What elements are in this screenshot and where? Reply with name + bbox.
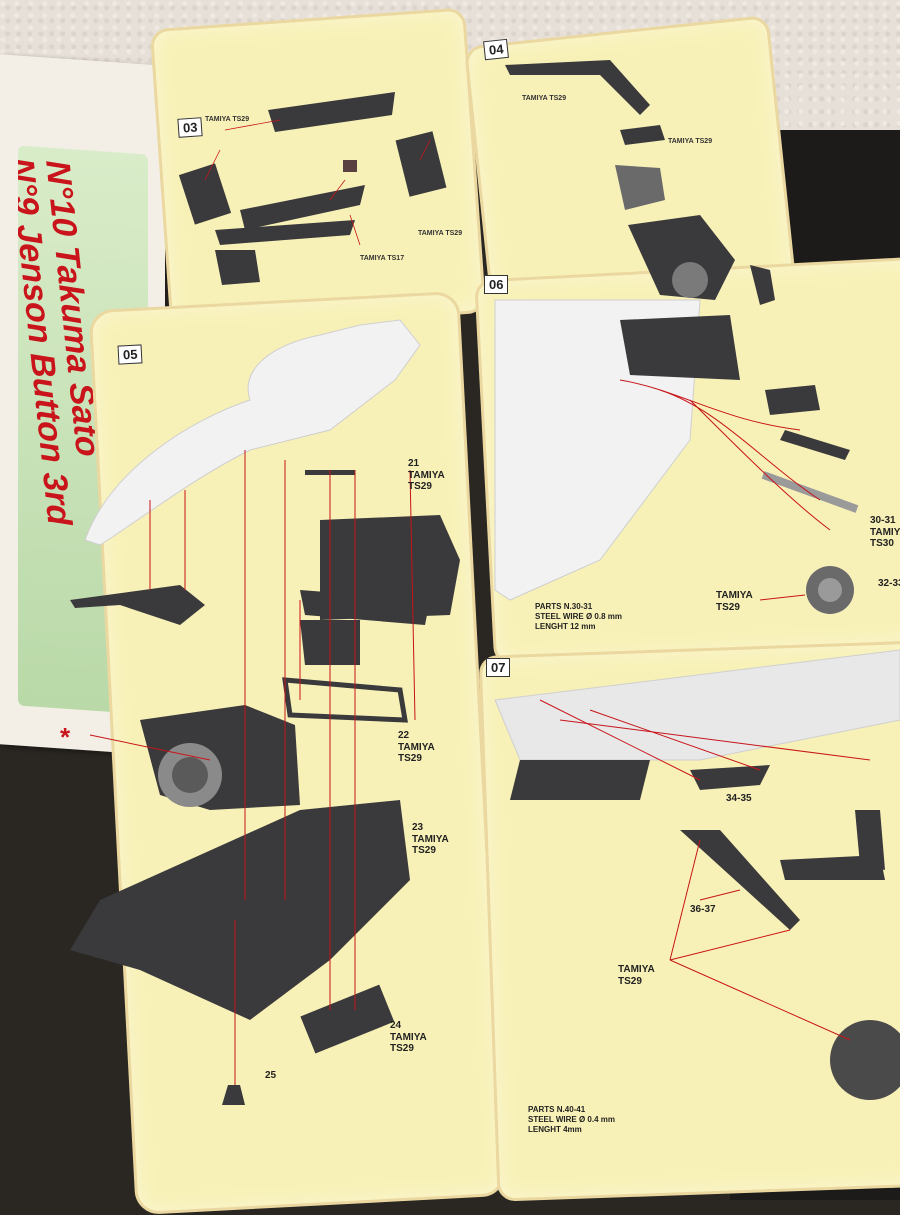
step05-label-24: 24 TAMIYA TS29 [390,1020,427,1054]
step05-nose-cone [84,319,421,546]
step05-label-23: 23 TAMIYA TS29 [412,822,449,856]
step07-body [494,649,900,761]
step-06-tag: 06 [484,275,509,294]
step06-label-paint: TAMIYA TS29 [716,590,753,613]
step07-label-36-37: 36-37 [690,904,716,915]
step04-parts [505,60,775,305]
step05-label-21: 21 TAMIYA TS29 [408,458,445,492]
step06-label-30-31: 30-31 TAMIYA TS30 [870,515,900,549]
step06-parts [620,315,859,614]
step07-label-paint: TAMIYA TS29 [618,964,655,987]
step07-wire-note: PARTS N.40-41 STEEL WIRE Ø 0.4 mm LENGHT… [528,1105,615,1134]
step-03-tag: 03 [177,117,204,138]
step07-parts [510,760,900,1100]
step06-label-32-33: 32-33 [878,578,900,589]
step05-parts [70,470,460,1105]
step05-label-25: 25 [265,1070,277,1081]
step03-label-3: TAMIYA TS17 [360,255,405,262]
step06-wire-note: PARTS N.30-31 STEEL WIRE Ø 0.8 mm LENGHT… [535,602,622,631]
step-07-tag: 07 [486,658,511,677]
step05-label-22: 22 TAMIYA TS29 [398,730,435,764]
step04-label-2: TAMIYA TS29 [668,138,713,145]
step04-label-1: TAMIYA TS29 [522,95,567,102]
step03-label-1: TAMIYA TS29 [205,116,250,123]
step03-parts [178,92,447,285]
step-05-tag: 05 [117,344,143,365]
step03-label-2: TAMIYA TS29 [418,230,463,237]
step-04-tag: 04 [483,38,510,61]
step05-star-marker: * [60,722,71,752]
step07-label-34-35: 34-35 [726,793,752,804]
